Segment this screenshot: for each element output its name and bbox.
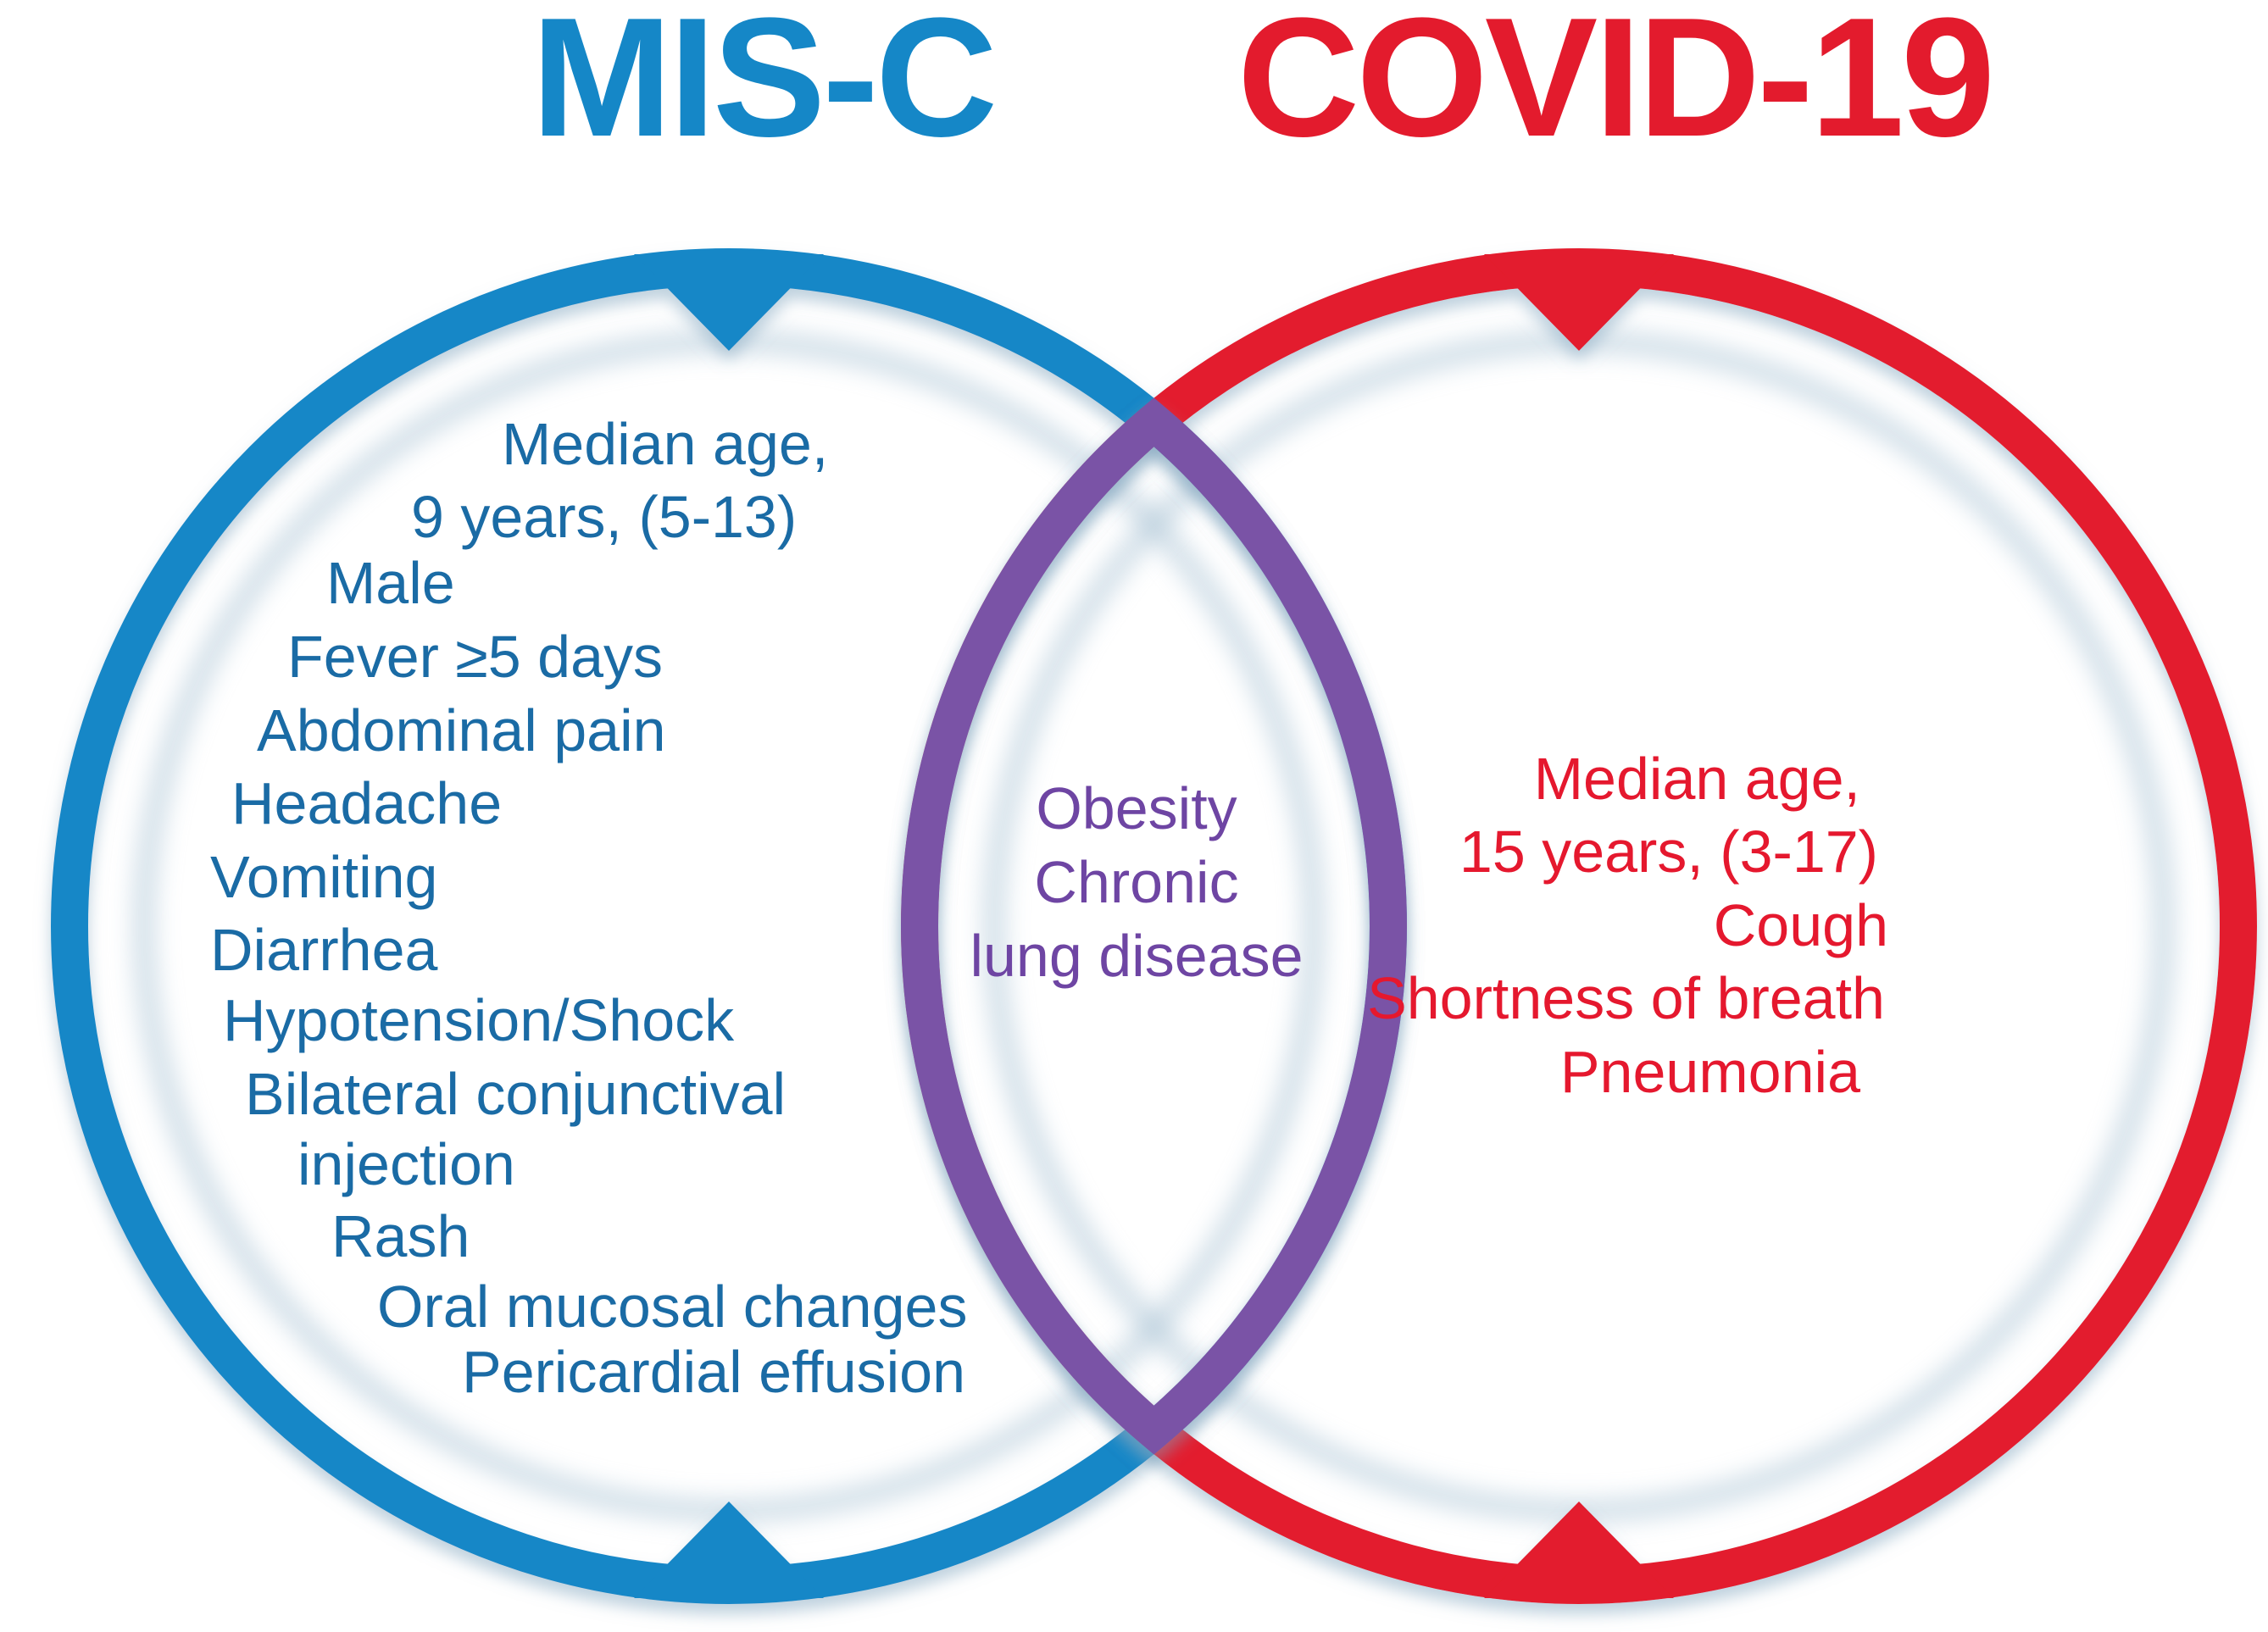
misc-item: Oral mucosal changes bbox=[377, 1274, 968, 1340]
covid-item: Shortness of breath bbox=[1367, 965, 1885, 1031]
shared-item: Obesity bbox=[1036, 775, 1237, 841]
misc-bottom-arrow-icon bbox=[634, 1502, 824, 1598]
misc-item: Rash bbox=[331, 1203, 470, 1269]
shared-item: lung disease bbox=[970, 923, 1304, 989]
title-covid: COVID-19 bbox=[1237, 0, 1995, 172]
misc-item: Vomiting bbox=[210, 844, 438, 910]
shared-item: Chronic bbox=[1034, 849, 1239, 915]
misc-item: Headache bbox=[231, 770, 503, 836]
misc-item: Pericardial effusion bbox=[462, 1339, 966, 1405]
misc-top-arrow-icon bbox=[634, 254, 824, 351]
covid-bottom-arrow-icon bbox=[1484, 1502, 1674, 1598]
covid-top-arrow-icon bbox=[1484, 254, 1674, 351]
misc-item: Median age, bbox=[502, 411, 829, 477]
misc-item: Male bbox=[326, 550, 455, 616]
misc-item: 9 years, (5-13) bbox=[411, 484, 798, 550]
misc-item: Fever ≥5 days bbox=[287, 624, 664, 690]
shared-items-block: Obesity Chronic lung disease bbox=[882, 772, 1391, 993]
covid-item: Pneumonia bbox=[1559, 1039, 1860, 1105]
covid-item: Cough bbox=[1713, 892, 1888, 958]
covid-item: Median age, bbox=[1533, 746, 1860, 812]
misc-item: Abdominal pain bbox=[257, 697, 666, 763]
intersection-lens-outline bbox=[901, 397, 1407, 1455]
title-misc: MIS-C bbox=[531, 0, 998, 172]
misc-item: Hypotension/Shock bbox=[223, 987, 735, 1053]
misc-item: injection bbox=[297, 1131, 515, 1197]
covid-item: 15 years, (3-17) bbox=[1459, 819, 1878, 885]
misc-item: Bilateral conjunctival bbox=[245, 1061, 787, 1127]
misc-item: Diarrhea bbox=[210, 917, 438, 983]
